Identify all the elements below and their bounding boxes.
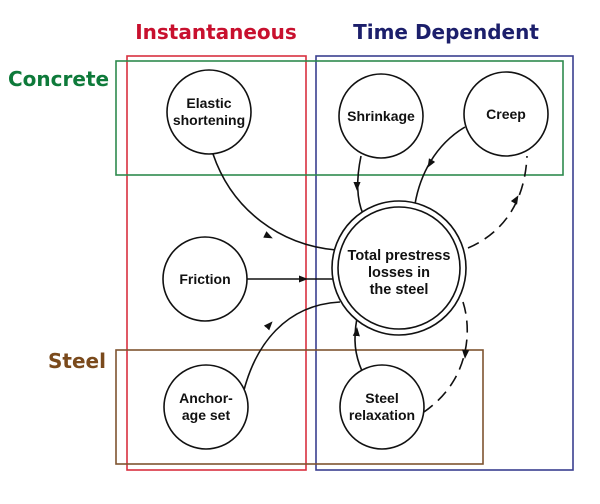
edge-anchorage-arrow xyxy=(263,321,273,331)
node-total-prestress-losses: Total prestress losses in the steel xyxy=(331,200,467,336)
node-label: the steel xyxy=(370,282,429,298)
node-label: Steel xyxy=(365,390,398,406)
time-dependent-header: Time Dependent xyxy=(353,20,539,44)
steel-box xyxy=(115,349,484,465)
steel-header: Steel xyxy=(48,349,106,373)
edge-creep-to-center xyxy=(414,126,466,205)
edge-relaxation-to-center xyxy=(354,317,363,372)
edge-shrinkage-to-center xyxy=(357,155,364,215)
node-friction: Friction xyxy=(162,236,248,322)
node-label: Shrinkage xyxy=(347,108,415,124)
node-shrinkage: Shrinkage xyxy=(338,73,424,159)
edge-anchorage-to-center xyxy=(243,301,341,391)
node-creep: Creep xyxy=(463,71,549,157)
node-label: Friction xyxy=(179,271,230,287)
time-dependent-box xyxy=(315,55,574,471)
edge-elastic-arrow xyxy=(263,231,273,239)
node-label: Elastic xyxy=(186,95,231,111)
node-label: losses in xyxy=(368,265,430,281)
instantaneous-box xyxy=(126,55,307,471)
node-label: Creep xyxy=(486,106,526,122)
node-anchorage-set: Anchor- age set xyxy=(163,364,249,450)
edge-elastic-to-center xyxy=(212,153,337,251)
concrete-header: Concrete xyxy=(8,67,109,91)
edge-center-to-relaxation-dashed xyxy=(423,301,468,413)
concrete-box xyxy=(115,60,564,176)
node-label: age set xyxy=(182,407,231,423)
node-label: shortening xyxy=(173,112,245,128)
instantaneous-header: Instantaneous xyxy=(135,20,297,44)
edge-center-to-creep-dashed xyxy=(467,155,528,249)
node-label: Anchor- xyxy=(179,390,233,406)
node-elastic-shortening: Elastic shortening xyxy=(166,69,252,155)
node-label: Total prestress xyxy=(348,248,451,264)
node-steel-relaxation: Steel relaxation xyxy=(339,364,425,450)
node-label: relaxation xyxy=(349,407,415,423)
